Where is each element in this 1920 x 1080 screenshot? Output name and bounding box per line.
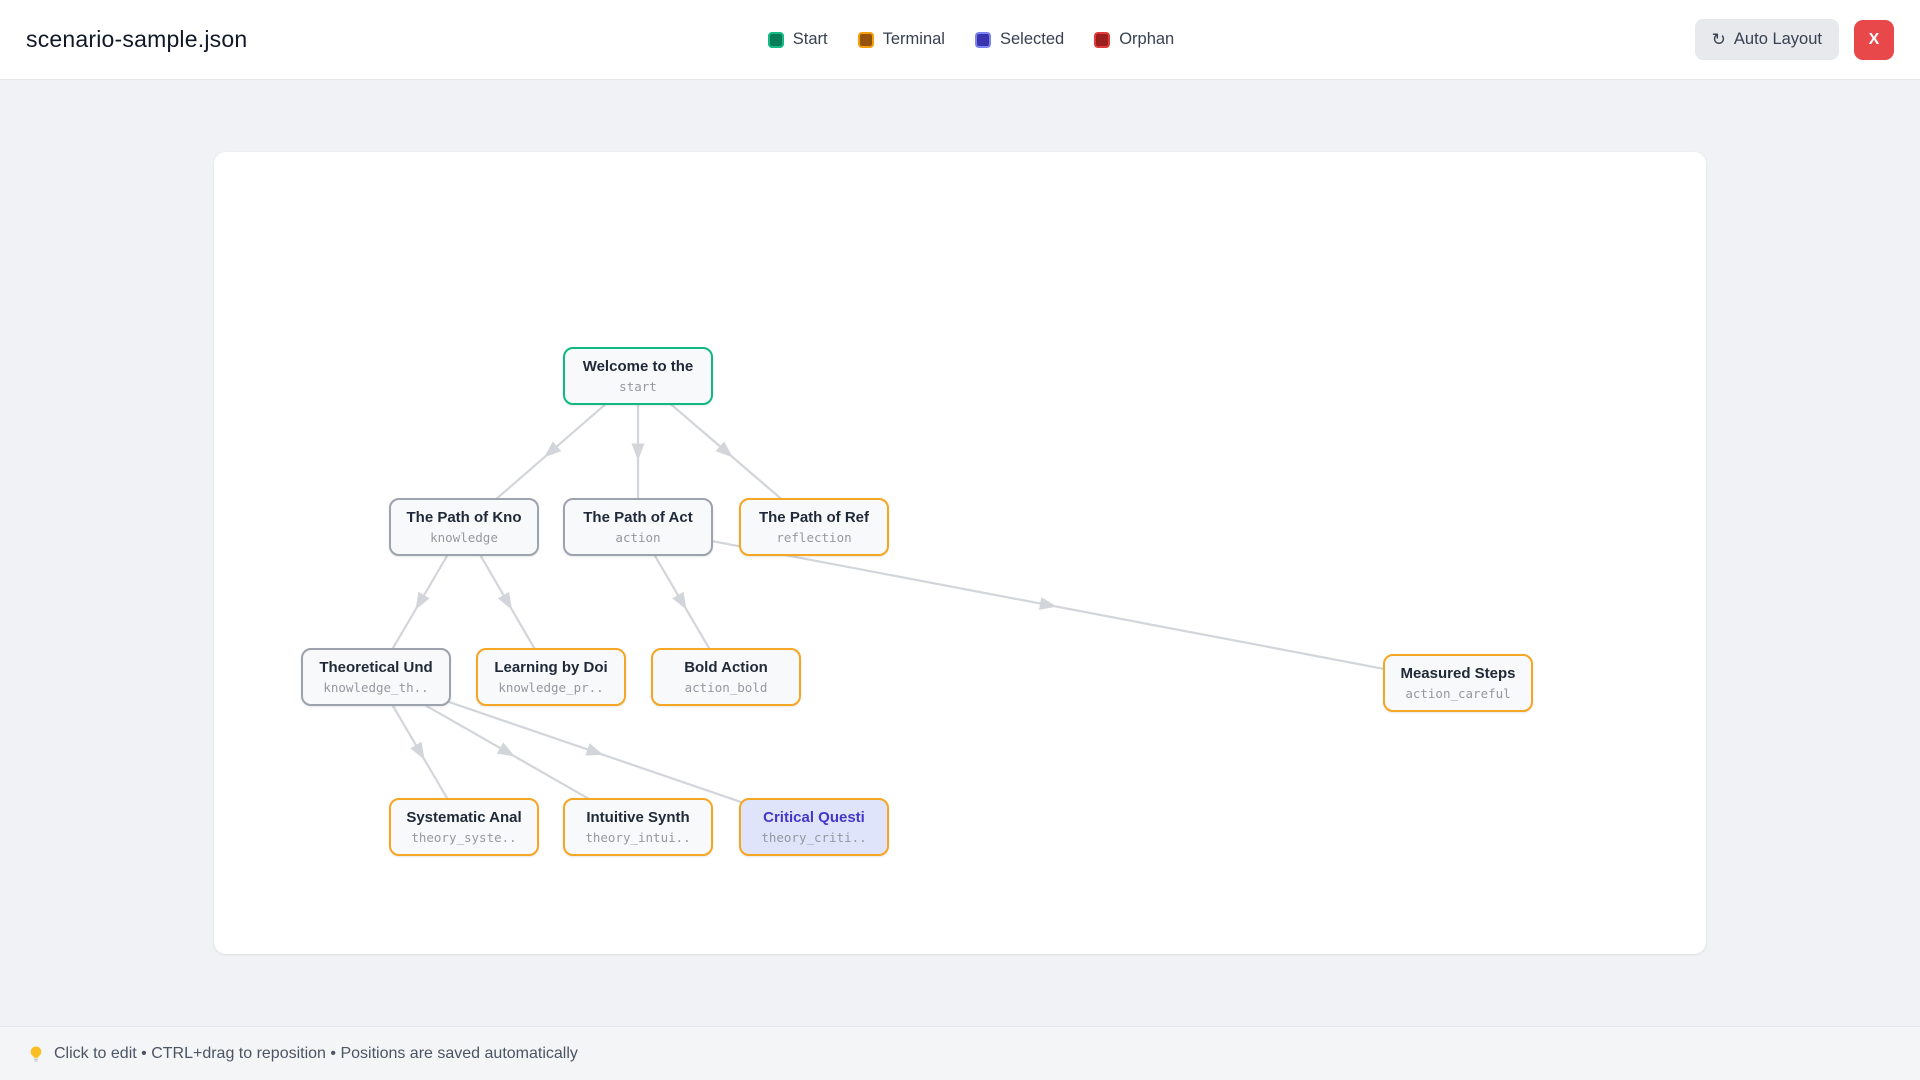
node-title: Welcome to the [582,358,694,375]
edge-arrowhead-icon [415,591,430,610]
edge-arrowhead-icon [544,441,562,458]
node-title: Bold Action [684,659,768,676]
edge-arrowhead-icon [496,742,515,757]
legend-item-orphan: Orphan [1094,30,1174,49]
edge-arrowhead-icon [1038,597,1057,610]
footer-hint-text: Click to edit • CTRL+drag to reposition … [54,1044,578,1062]
node-subtitle: knowledge [430,530,498,545]
node-subtitle: knowledge_pr.. [498,680,604,695]
node-subtitle: start [619,379,657,394]
lightbulb-icon [27,1045,45,1063]
graph-node-theory_syste[interactable]: Systematic Anal theory_syste.. [389,798,539,856]
graph-node-action[interactable]: The Path of Act action [563,498,713,556]
node-title: Measured Steps [1400,665,1516,682]
node-title: Theoretical Und [319,659,433,676]
edge-arrowhead-icon [410,741,425,760]
orphan-swatch-icon [1094,31,1111,48]
node-title: Intuitive Synth [586,809,690,826]
edge-arrowhead-icon [497,591,513,610]
graph-node-theory_criti[interactable]: Critical Questi theory_criti.. [739,798,889,856]
node-title: Critical Questi [763,809,865,826]
node-subtitle: theory_intui.. [585,830,691,845]
terminal-swatch-icon [857,31,874,48]
selected-swatch-icon [974,31,991,48]
legend-label: Selected [999,30,1065,48]
graph-node-knowledge[interactable]: The Path of Kno knowledge [389,498,539,556]
node-subtitle: knowledge_th.. [323,680,429,695]
node-title: The Path of Ref [758,509,869,526]
file-title: scenario-sample.json [26,26,248,52]
graph-node-start[interactable]: Welcome to the start [563,347,713,405]
node-title: The Path of Kno [406,509,522,526]
header: scenario-sample.json Start Terminal Select… [0,0,1920,80]
graph-node-knowledge_th[interactable]: Theoretical Und knowledge_th.. [301,648,451,706]
node-subtitle: reflection [776,530,852,545]
edge-arrowhead-icon [585,743,604,756]
auto-layout-button[interactable]: ↻ Auto Layout [1694,19,1839,60]
legend-item-start: Start [767,30,828,49]
close-button[interactable]: X [1854,19,1894,60]
edge-arrowhead-icon [715,441,733,458]
node-subtitle: action_careful [1405,686,1511,701]
legend-label: Orphan [1119,30,1175,48]
legend-label: Start [792,30,828,48]
start-swatch-icon [767,31,784,48]
legend-item-terminal: Terminal [857,30,945,49]
legend-label: Terminal [882,30,945,48]
node-title: Learning by Doi [494,659,608,676]
graph-node-action_bold[interactable]: Bold Action action_bold [651,648,801,706]
node-subtitle: action [615,530,661,545]
graph-node-action_careful[interactable]: Measured Steps action_careful [1383,654,1533,712]
node-title: The Path of Act [583,509,693,526]
reload-icon: ↻ [1711,30,1726,49]
graph-node-knowledge_pr[interactable]: Learning by Doi knowledge_pr.. [476,648,626,706]
node-subtitle: theory_criti.. [761,830,867,845]
auto-layout-label: Auto Layout [1733,30,1822,48]
graph-node-reflection[interactable]: The Path of Ref reflection [739,498,889,556]
edge-arrowhead-icon [631,443,645,461]
legend-item-selected: Selected [974,30,1065,49]
legend: Start Terminal Selected Orphan [247,30,1694,49]
node-title: Systematic Anal [406,809,522,826]
edge-arrowhead-icon [672,591,687,610]
footer-hint-bar: Click to edit • CTRL+drag to reposition … [0,1026,1920,1080]
graph-node-theory_intui[interactable]: Intuitive Synth theory_intui.. [563,798,713,856]
node-subtitle: theory_syste.. [411,830,517,845]
node-subtitle: action_bold [684,680,768,695]
header-actions: ↻ Auto Layout X [1694,19,1894,60]
